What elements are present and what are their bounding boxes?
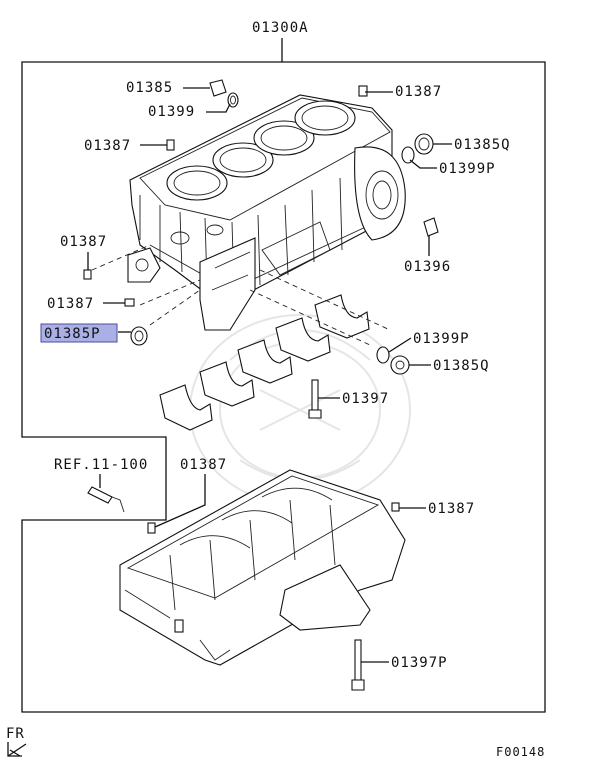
bolt-01397	[308, 379, 322, 419]
label-01385Q-mid[interactable]: 01385Q	[433, 358, 490, 374]
plug-01385Q-top	[414, 133, 434, 155]
leader-lines	[87, 87, 452, 663]
assembly-bracket	[21, 38, 546, 713]
label-01387-lower-right[interactable]: 01387	[428, 501, 475, 517]
label-01399[interactable]: 01399	[148, 104, 195, 120]
label-01397[interactable]: 01397	[342, 391, 389, 407]
lower-crankcase	[119, 469, 406, 666]
bolt-01397P	[351, 639, 365, 691]
label-01387-top-right[interactable]: 01387	[395, 84, 442, 100]
gasket-01399P-mid	[376, 346, 390, 364]
label-01399P-top[interactable]: 01399P	[439, 161, 496, 177]
dowel-01396	[423, 217, 439, 237]
label-01387-lower[interactable]: 01387	[180, 457, 227, 473]
gasket-01399	[227, 92, 239, 108]
bolt-01387-lower-r	[391, 502, 400, 512]
front-arrow-icon	[7, 742, 27, 757]
upper-crankcase-block	[127, 94, 406, 331]
label-01385[interactable]: 01385	[126, 80, 173, 96]
bolt-01387-tl	[166, 139, 175, 151]
label-01385P-highlight[interactable]: 01385P	[40, 323, 118, 343]
plug-01385P	[130, 326, 148, 346]
bearing-caps	[159, 294, 370, 431]
sealant-tube	[87, 486, 125, 513]
label-ref-11-100[interactable]: REF.11-100	[54, 457, 148, 473]
label-01300A[interactable]: 01300A	[252, 20, 309, 36]
label-01385P[interactable]: 01385P	[44, 326, 101, 342]
bolt-01387-l2	[124, 298, 135, 307]
bolt-01387-top	[358, 85, 368, 97]
bolt-01387-lower	[147, 522, 156, 534]
label-01396[interactable]: 01396	[404, 259, 451, 275]
alignment-lines	[91, 244, 391, 346]
plug-01385	[209, 79, 227, 97]
label-01397P[interactable]: 01397P	[391, 655, 448, 671]
label-01387-left-2[interactable]: 01387	[47, 296, 94, 312]
front-orientation-label: FR	[6, 726, 25, 742]
label-01387-left-1[interactable]: 01387	[60, 234, 107, 250]
plug-01385Q-mid	[390, 355, 410, 375]
bolt-01387-l1	[83, 269, 92, 280]
label-01387-top-left[interactable]: 01387	[84, 138, 131, 154]
gasket-01399P-top	[401, 146, 415, 164]
label-01399P-mid[interactable]: 01399P	[413, 331, 470, 347]
label-01385Q-top[interactable]: 01385Q	[454, 137, 511, 153]
diagram-id: F00148	[496, 745, 545, 759]
